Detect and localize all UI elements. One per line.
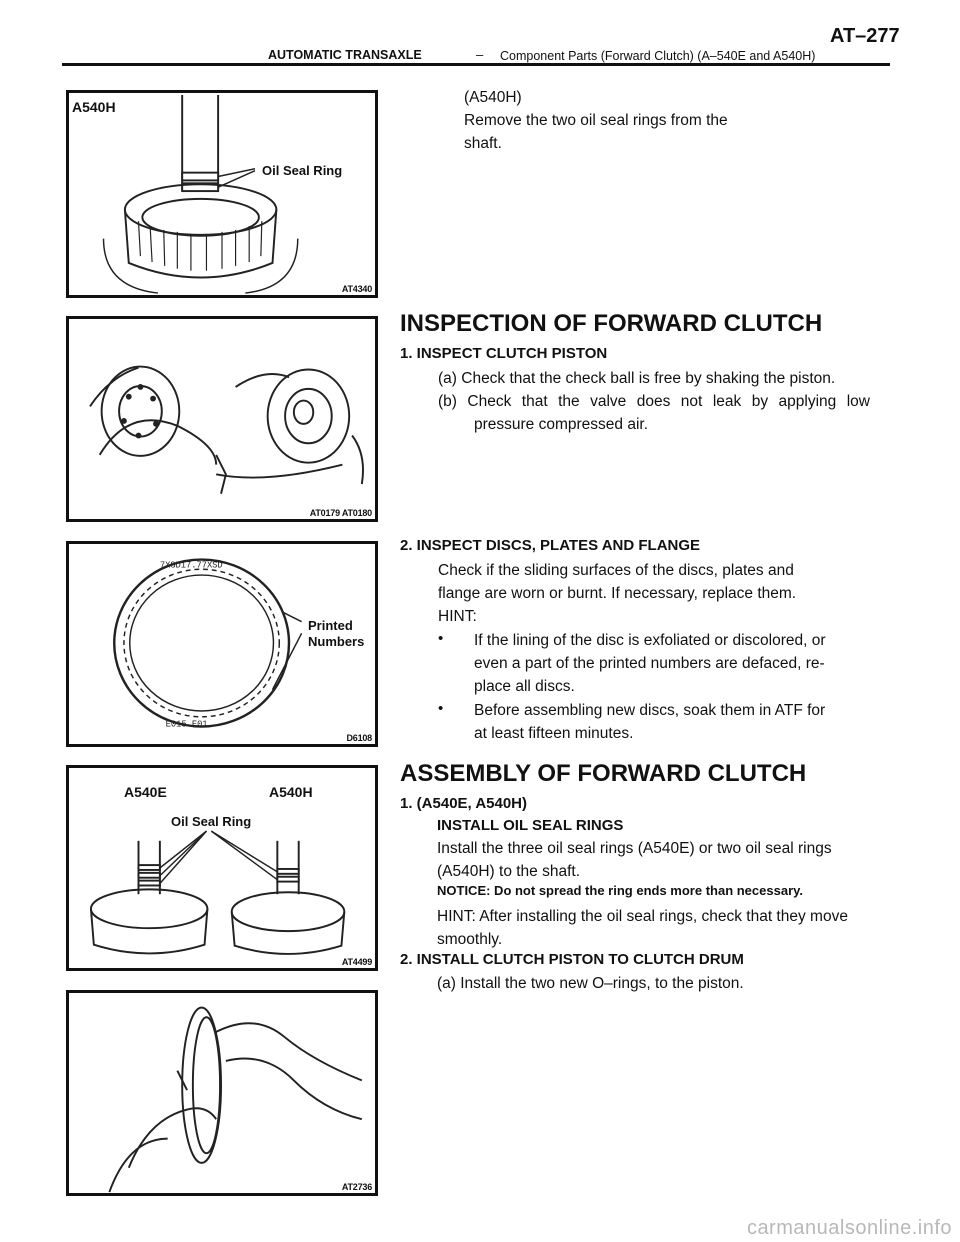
inspection-step-1-title: 1. INSPECT CLUTCH PISTON (400, 345, 608, 362)
header-rule (62, 63, 890, 66)
figure-model-label-a540h: A540H (269, 784, 313, 800)
bullet-1: • (438, 630, 444, 647)
inspection-step-2-title: 2. INSPECT DISCS, PLATES AND FLANGE (400, 537, 701, 554)
callout-line-1: Printed (308, 618, 353, 633)
figure-oil-seal-ring-install: A540E A540H Oil Seal Ring AT4499 (66, 765, 378, 971)
svg-text:E015 E01: E015 E01 (166, 720, 208, 730)
intro-model: (A540H) (464, 89, 522, 106)
figure-model-label-a540e: A540E (124, 784, 167, 800)
inspection-step-1a: (a) Check that the check ball is free by… (438, 370, 836, 387)
header-page-title: Component Parts (Forward Clutch) (A–540E… (500, 49, 816, 63)
figure-oil-seal-ring-removal: A540H Oil Seal Ring AT4340 (66, 90, 378, 298)
inspection-step-2-line-2: flange are worn or burnt. If necessary, … (438, 585, 797, 602)
figure-code: D6108 (346, 733, 372, 743)
figure-disc-printed-numbers: 7XSD17.77XSD E015 E01 Printed Numbers D6… (66, 541, 378, 747)
figure-model-label: A540H (72, 99, 116, 115)
inspection-heading: INSPECTION OF FORWARD CLUTCH (400, 310, 823, 337)
hint-label: HINT: (438, 608, 477, 625)
clutch-piston-illustration (89, 365, 364, 494)
oil-seal-ring-callout: Oil Seal Ring (171, 814, 252, 829)
figure-code: AT0179 AT0180 (309, 508, 372, 518)
assembly-step-1-subtitle: INSTALL OIL SEAL RINGS (437, 817, 624, 834)
intro-line-2: Remove the two oil seal rings from the (464, 112, 728, 129)
inspection-step-1b-line-2: pressure compressed air. (474, 416, 649, 433)
bullet-1-line-3: place all discs. (474, 678, 575, 695)
assembly-step-1-line-2: (A540H) to the shaft. (437, 863, 581, 880)
assembly-hint-line-1: HINT: After installing the oil seal ring… (437, 908, 848, 925)
figure-code: AT4499 (341, 957, 372, 967)
inspection-step-1b-line-1: (b) Check that the valve does not leak b… (438, 393, 870, 410)
oil-seal-ring-illustration (102, 94, 299, 294)
header-separator: – (476, 47, 484, 62)
assembly-hint-line-2: smoothly. (437, 931, 503, 948)
assembly-step-2a: (a) Install the two new O–rings, to the … (437, 975, 744, 992)
oil-seal-rings-illustration (89, 830, 346, 955)
o-ring-install-illustration (108, 1006, 363, 1193)
printed-numbers-callout: Printed Numbers (308, 618, 364, 650)
bullet-2-line-1: Before assembling new discs, soak them i… (474, 702, 826, 719)
page-number: AT–277 (830, 25, 900, 47)
callout-line-2: Numbers (308, 634, 365, 649)
header-section-title: AUTOMATIC TRANSAXLE (268, 48, 422, 62)
bullet-2-line-2: at least fifteen minutes. (474, 725, 634, 742)
figure-clutch-piston-inspection: AT0179 AT0180 (66, 316, 378, 522)
assembly-step-2-title: 2. INSTALL CLUTCH PISTON TO CLUTCH DRUM (400, 951, 744, 968)
bullet-2: • (438, 700, 444, 717)
figure-code: AT2736 (341, 1182, 372, 1192)
clutch-disc-illustration: 7XSD17.77XSD E015 E01 (113, 558, 303, 730)
figure-code: AT4340 (341, 284, 372, 294)
notice-text: NOTICE: Do not spread the ring ends more… (437, 883, 803, 898)
intro-line-3: shaft. (464, 135, 502, 152)
assembly-step-1-title: 1. (A540E, A540H) (400, 795, 528, 812)
bullet-1-line-1: If the lining of the disc is exfoliated … (474, 632, 826, 649)
watermark-text: carmanualsonline.info (746, 1217, 952, 1239)
assembly-heading: ASSEMBLY OF FORWARD CLUTCH (400, 760, 807, 787)
bullet-1-line-2: even a part of the printed numbers are d… (474, 655, 825, 672)
inspection-step-2-line-1: Check if the sliding surfaces of the dis… (438, 562, 794, 579)
svg-text:7XSD17.77XSD: 7XSD17.77XSD (160, 560, 223, 570)
oil-seal-ring-callout: Oil Seal Ring (262, 163, 343, 178)
figure-o-ring-install: AT2736 (66, 990, 378, 1196)
assembly-step-1-line-1: Install the three oil seal rings (A540E)… (437, 840, 832, 857)
